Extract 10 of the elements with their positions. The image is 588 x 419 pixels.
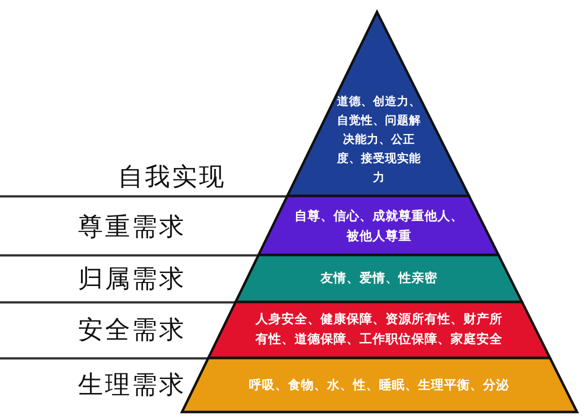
level-title: 尊重需求 [78,211,186,243]
level-description: 人身安全、健康保障、资源所有性、财产所有性、道德保障、工作职位保障、家庭安全 [254,310,504,348]
level-description: 道德、创造力、自觉性、问题解决能力、公正度、接受现实能力 [336,93,422,186]
level-title: 自我实现 [118,161,226,193]
level-title: 生理需求 [78,369,186,401]
level-title: 安全需求 [78,314,186,346]
level-description: 友情、爱情、性亲密 [319,269,438,287]
level-title: 归属需求 [78,263,186,295]
level-description: 自尊、信心、成就尊重他人、被他人尊重 [294,207,464,245]
level-description: 呼吸、食物、水、性、睡眠、生理平衡、分泌 [248,376,510,394]
